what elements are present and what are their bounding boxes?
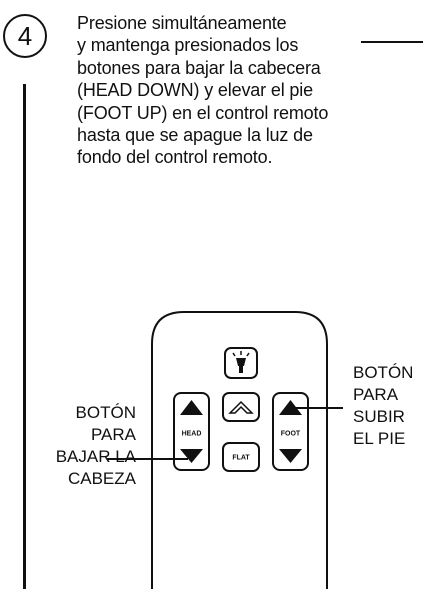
instruction-text: Presione simultáneamente y mantenga pres… xyxy=(77,13,329,168)
top-right-horizontal-rule xyxy=(361,41,423,43)
foot-down-arrow-icon xyxy=(279,449,302,463)
backlight-button[interactable] xyxy=(224,347,258,379)
foot-button-label: FOOT xyxy=(281,431,301,438)
step-number: 4 xyxy=(17,21,33,51)
flat-button[interactable]: FLAT xyxy=(222,442,260,472)
foot-button[interactable]: FOOT xyxy=(272,392,309,471)
head-button[interactable]: HEAD xyxy=(173,392,210,471)
flashlight-icon xyxy=(232,351,250,373)
flat-up-button[interactable] xyxy=(222,392,260,422)
flat-button-frame xyxy=(222,442,260,472)
head-down-arrow-icon xyxy=(180,449,203,463)
left-vertical-rule xyxy=(23,84,26,589)
right-callout-label: BOTÓN PARA SUBIR EL PIE xyxy=(353,363,414,448)
chevron-up-icon xyxy=(228,400,254,414)
flat-button-label: FLAT xyxy=(232,455,250,462)
step-number-badge: 4 xyxy=(3,14,47,58)
remote-outline xyxy=(151,311,328,589)
left-callout-label: BOTÓN PARA BAJAR LA CABEZA xyxy=(55,403,136,488)
head-up-arrow-icon xyxy=(180,400,203,415)
head-button-label: HEAD xyxy=(182,431,202,438)
